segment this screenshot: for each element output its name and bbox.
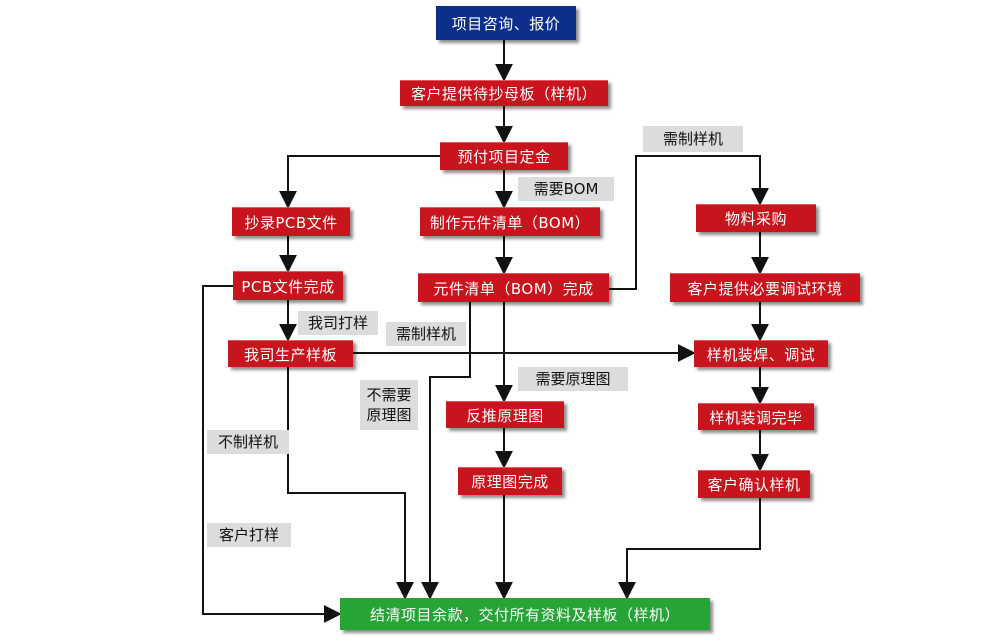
label-no-sample: 不制样机 [207,430,289,454]
label-need-schematic: 需要原理图 [518,367,628,391]
node-deposit: 预付项目定金 [440,142,568,170]
edge-bom-done-to-final [421,302,471,600]
label-no-schematic: 不需要 原理图 [360,380,418,430]
label-no-schematic-line2: 原理图 [366,406,412,424]
node-produce-board: 我司生产样板 [228,340,353,367]
edge-deposit-to-copy-pcb [279,155,440,209]
label-need-bom: 需要BOM [518,177,614,201]
edge-bom-done-to-purchase [609,155,769,290]
node-inquiry: 项目咨询、报价 [436,6,576,40]
node-copy-pcb: 抄录PCB文件 [232,207,350,236]
node-assemble: 样机装焊、调试 [694,340,828,367]
node-bom-done: 元件清单（BOM）完成 [418,273,609,302]
label-we-print: 我司打样 [298,311,378,335]
node-customer-confirm: 客户确认样机 [698,470,810,498]
label-customer-print: 客户打样 [207,523,291,547]
node-assemble-done: 样机装调完毕 [698,403,814,430]
node-pcb-done: PCB文件完成 [233,271,343,300]
label-no-schematic-line1: 不需要 [366,386,412,404]
node-final: 结清项目余款，交付所有资料及样板（样机） [340,598,710,630]
node-customer-board: 客户提供待抄母板（样机） [400,80,608,106]
node-reverse-schematic: 反推原理图 [446,401,564,428]
node-purchase: 物料采购 [696,204,816,232]
edge-confirm-to-final [618,498,761,600]
node-schematic-done: 原理图完成 [458,467,562,495]
node-make-bom: 制作元件清单（BOM） [420,207,600,236]
node-customer-env: 客户提供必要调试环境 [670,273,860,302]
label-need-sample-mid: 需制样机 [386,322,466,346]
label-need-sample-top: 需制样机 [643,126,743,152]
edge-pcb-done-to-final [202,285,342,623]
